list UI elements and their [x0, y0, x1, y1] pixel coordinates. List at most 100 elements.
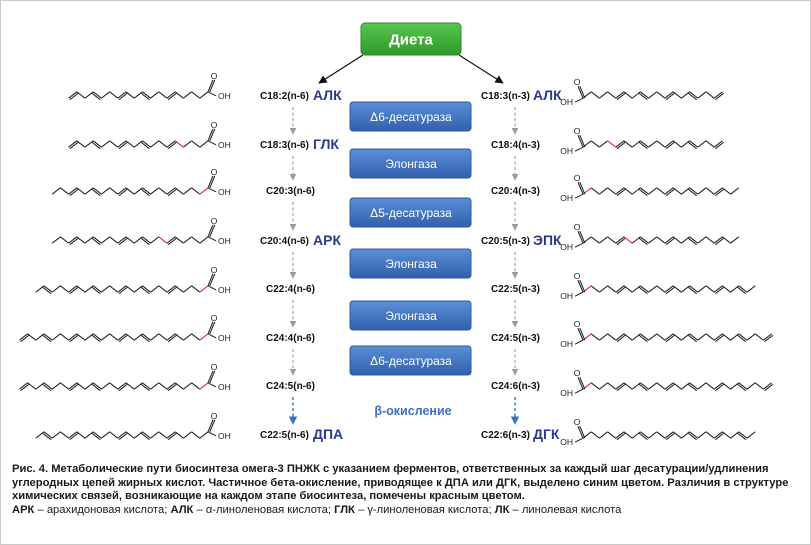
carbon-bond — [183, 285, 192, 293]
carbon-bond — [117, 91, 127, 99]
enzyme-label: Δ5-десатураза — [370, 206, 452, 220]
carbon-bond — [697, 333, 707, 341]
hydroxyl-label: OH — [560, 242, 573, 252]
pathway-diagram: Диета Δ6-десатураза Элонгаза Δ5-десатура… — [19, 22, 774, 447]
fatty-acid-structure: OOH — [560, 77, 724, 107]
carbon-bond — [648, 285, 658, 293]
double-bond-line — [69, 383, 79, 392]
carbon-bond — [599, 431, 608, 439]
carbonyl-bond — [577, 327, 584, 341]
carbon-bond — [92, 382, 102, 390]
carbonyl-bond — [579, 134, 586, 148]
fatty-acid-structure: OOH — [19, 362, 231, 392]
fatty-acid-structure: OOH — [560, 126, 724, 156]
carbonyl-bond — [207, 370, 214, 384]
carbon-bond — [648, 431, 658, 439]
left-compound-label: C20:3(n-6) — [266, 186, 315, 197]
carbon-bond — [158, 382, 168, 390]
compound-code: C22:5(n-3) — [491, 284, 540, 295]
carbonyl-bond — [579, 230, 586, 244]
carbon-bond — [35, 285, 45, 293]
carbon-bond — [672, 333, 682, 341]
carbon-bond — [697, 187, 707, 195]
double-bond-line — [616, 383, 626, 392]
carbon-bond — [640, 236, 649, 244]
carbon-bond — [191, 333, 201, 341]
hydroxyl-label: OH — [218, 140, 231, 150]
compound-code: C20:5(n-3) — [481, 236, 530, 247]
carbon-bond — [109, 285, 119, 293]
hydroxyl-label: OH — [560, 97, 573, 107]
abbr-definition: – арахидоновая кислота; — [34, 503, 171, 516]
double-bond-line — [638, 92, 648, 101]
enzyme-box: Δ6-десатураза — [349, 345, 472, 376]
double-bond-line — [715, 383, 724, 392]
carbon-bond — [623, 431, 633, 439]
carbon-bond — [763, 333, 772, 341]
carbon-bond — [730, 285, 740, 293]
carbon-bond — [117, 236, 127, 244]
double-bond-line — [118, 141, 128, 150]
oxygen-label: O — [574, 271, 581, 281]
carbon-bond — [656, 91, 666, 99]
oxygen-label: O — [211, 71, 218, 81]
carbon-bond — [738, 431, 748, 439]
beta-oxidation-label: β-окисление — [374, 404, 451, 418]
carbon-bond — [84, 285, 94, 293]
carbon-bond — [763, 382, 772, 390]
double-bond-line — [688, 141, 697, 150]
carbon-bond — [191, 187, 201, 195]
carbon-bond — [142, 333, 151, 341]
carbon-bond — [109, 91, 119, 99]
carbon-bond — [76, 140, 86, 148]
double-bond-line — [140, 432, 150, 441]
enzyme-box: Δ6-десатураза — [349, 101, 472, 132]
figure-caption: Рис. 4. Метаболические пути биосинтеза о… — [12, 463, 804, 517]
carbon-bond — [705, 236, 715, 244]
carbon-bond — [51, 236, 61, 244]
double-bond-line — [665, 286, 675, 295]
enzyme-label: Δ6-десатураза — [370, 110, 452, 124]
fatty-acid-structure: OOH — [19, 313, 231, 343]
carbon-bond — [183, 431, 192, 439]
carbon-bond — [697, 236, 707, 244]
oxygen-label: O — [574, 222, 581, 232]
double-bond-line — [140, 334, 150, 343]
carbon-bond — [599, 333, 608, 341]
double-bond-line — [140, 237, 150, 246]
carbon-bond — [125, 140, 135, 148]
oxygen-label: O — [574, 319, 581, 329]
carbonyl-bond — [577, 279, 584, 293]
carbon-bond — [623, 382, 633, 390]
carbon-bond — [76, 382, 86, 390]
carbonyl-bond — [577, 181, 584, 195]
carbon-bond — [60, 236, 69, 244]
carbon-bond — [142, 91, 151, 99]
double-bond-line — [688, 334, 697, 343]
carbon-bond — [101, 382, 110, 390]
carbon-bond — [599, 140, 608, 148]
carbon-bond — [746, 285, 756, 293]
carbon-bond — [117, 382, 127, 390]
carbon-bond — [183, 382, 192, 390]
carbon-bond — [615, 91, 625, 99]
double-bond-line — [665, 188, 675, 197]
compound-code: C24:5(n-6) — [266, 381, 315, 392]
carbon-bond — [166, 285, 176, 293]
carbon-bond — [19, 382, 28, 390]
carbon-bond — [590, 91, 600, 99]
double-bond-line — [91, 334, 101, 343]
fatty-acid-structure: OOH — [560, 271, 756, 301]
carbon-bond — [150, 285, 160, 293]
fatty-acid-structure: OOH — [51, 216, 231, 246]
double-bond-line — [42, 286, 52, 295]
carbon-bond — [590, 187, 600, 195]
carbon-bond — [607, 236, 617, 244]
carbon-bond — [199, 333, 209, 341]
double-bond-line — [688, 92, 697, 101]
carbon-bond — [51, 431, 61, 439]
carbon-bond — [92, 236, 102, 244]
carbon-bond — [730, 431, 740, 439]
carbon-bond — [689, 91, 699, 99]
left-compound-label: C18:2(n-6) АЛК — [260, 87, 342, 103]
